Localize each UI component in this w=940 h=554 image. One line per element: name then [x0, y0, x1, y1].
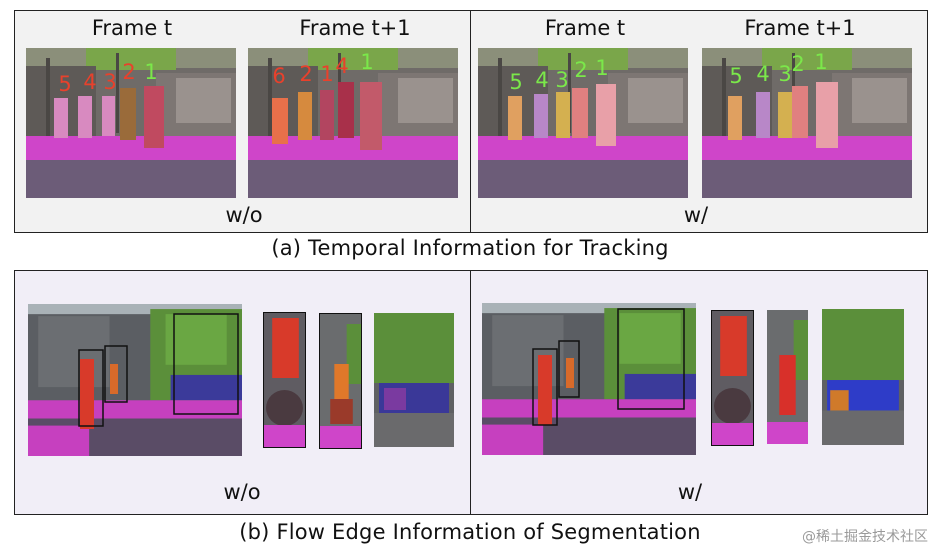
- track-id-label: 2: [299, 62, 313, 86]
- segmentation-image-w-main: [482, 303, 696, 455]
- segmentation-image-wo-main: [28, 304, 242, 456]
- track-id-label: 1: [360, 50, 374, 74]
- caption-b: (b) Flow Edge Information of Segmentatio…: [239, 520, 701, 544]
- condition-label-a-wo: w/o: [225, 203, 263, 227]
- segmentation-crop-w-1: [711, 310, 754, 446]
- segmentation-crop-wo-2: [319, 313, 362, 449]
- segmentation-crop-w-2: [767, 310, 808, 444]
- segmentation-crop-wo-1: [263, 312, 306, 448]
- track-id-label: 3: [103, 70, 117, 94]
- track-id-label: 4: [535, 68, 549, 92]
- track-id-label: 5: [509, 70, 523, 94]
- frame-label-a-right-t: Frame t: [544, 16, 626, 40]
- caption-a: (a) Temporal Information for Tracking: [271, 236, 669, 260]
- frame-label-a-right-t1: Frame t+1: [744, 16, 856, 40]
- track-id-label: 3: [778, 62, 792, 86]
- tracking-image-wo-frame-t1: [248, 48, 458, 198]
- track-id-label: 4: [756, 62, 770, 86]
- tracking-image-w-frame-t: [478, 48, 688, 198]
- track-id-label: 4: [83, 70, 97, 94]
- track-id-label: 1: [320, 62, 334, 86]
- frame-label-a-left-t: Frame t: [91, 16, 173, 40]
- tracking-image-w-frame-t1: [702, 48, 912, 198]
- track-id-label: 2: [791, 52, 805, 76]
- track-id-label: 1: [595, 56, 609, 80]
- condition-label-b-wo: w/o: [223, 480, 261, 504]
- condition-label-b-w: w/: [677, 480, 703, 504]
- track-id-label: 2: [574, 58, 588, 82]
- segmentation-crop-wo-3: [374, 313, 454, 447]
- tracking-image-wo-frame-t: [26, 48, 236, 198]
- track-id-label: 2: [122, 60, 136, 84]
- track-id-label: 3: [555, 68, 569, 92]
- track-id-label: 1: [144, 60, 158, 84]
- track-id-label: 5: [58, 72, 72, 96]
- track-id-label: 5: [729, 64, 743, 88]
- track-id-label: 6: [272, 64, 286, 88]
- watermark: @稀土掘金技术社区: [802, 529, 928, 545]
- condition-label-a-w: w/: [683, 203, 709, 227]
- frame-label-a-left-t1: Frame t+1: [299, 16, 411, 40]
- track-id-label: 4: [335, 54, 349, 78]
- segmentation-crop-w-3: [822, 309, 904, 445]
- track-id-label: 1: [814, 50, 828, 74]
